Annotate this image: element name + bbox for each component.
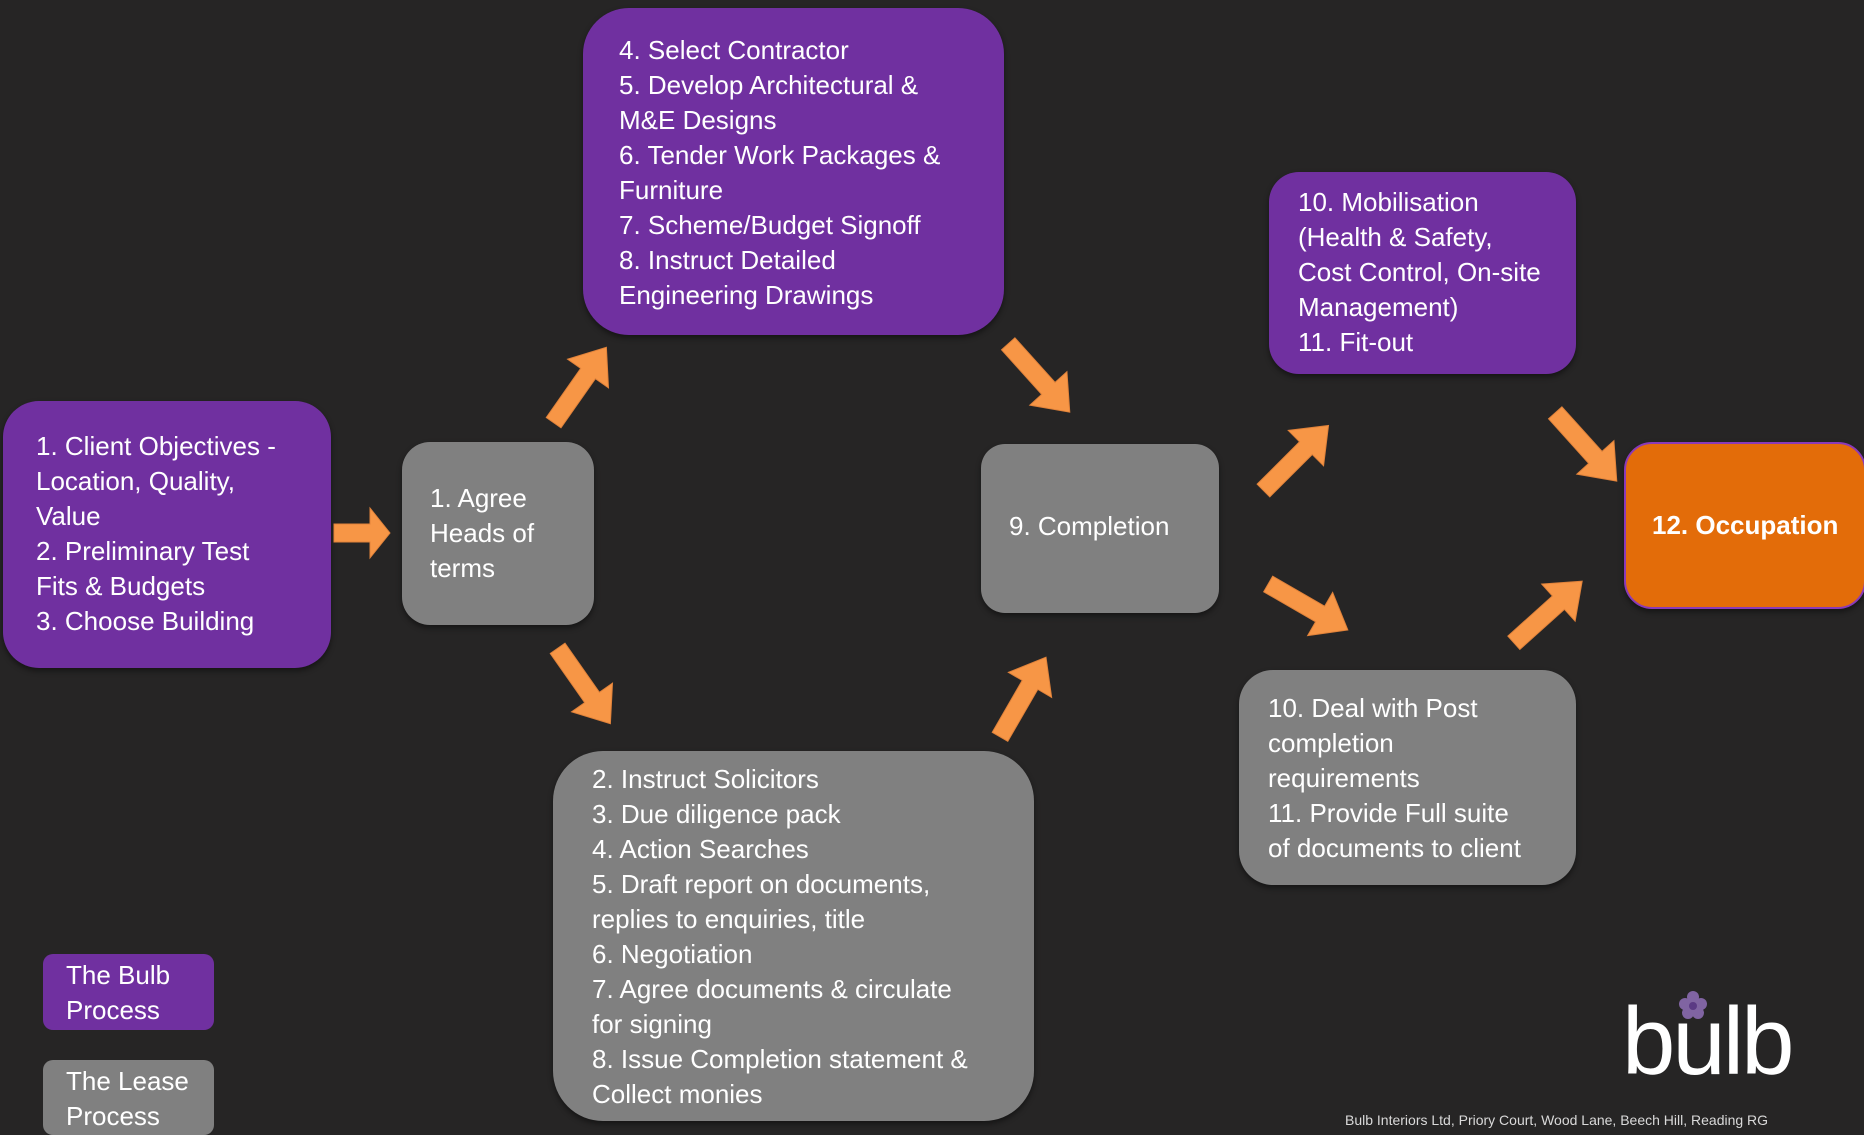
box-text-line: Process: [66, 1101, 160, 1131]
box-text-line: Furniture: [619, 175, 724, 205]
box-text-line: of documents to client: [1268, 833, 1521, 863]
arrow-right-icon: [333, 506, 391, 560]
arrow-down-right-icon: [549, 642, 614, 725]
box-text-line: Value: [36, 501, 101, 531]
arrow-down-right-icon: [1262, 575, 1349, 637]
box-text-line: 11. Fit-out: [1298, 327, 1414, 357]
box-text-line: 8. Instruct Detailed: [619, 245, 836, 275]
box-text-line: Fits & Budgets: [36, 571, 206, 601]
box-text-line: 7. Agree documents & circulate: [592, 974, 952, 1004]
box-text-line: (Health & Safety,: [1298, 222, 1493, 252]
box-text-line: 1. Client Objectives -: [36, 431, 276, 461]
box-text-line: 4. Action Searches: [592, 834, 809, 864]
arrow-up-right-icon: [991, 656, 1053, 743]
mobilisation-box: 10. Mobilisation (Health & Safety, Cost Co…: [1269, 172, 1576, 374]
bulb-logo-text: bulb: [1622, 990, 1792, 1095]
arrow-down-right-icon: [1547, 406, 1618, 482]
box-text-line: Location, Quality,: [36, 466, 235, 496]
box-text-line: 8. Issue Completion statement &: [592, 1044, 968, 1074]
arrow-up-right-icon: [1256, 424, 1330, 498]
box-text-line: completion: [1268, 728, 1394, 758]
box-text-line: Engineering Drawings: [619, 280, 874, 310]
arrow-up-right-icon: [1507, 580, 1583, 651]
box-text-line: Heads of: [430, 518, 535, 548]
box-text-line: 2. Preliminary Test: [36, 536, 250, 566]
select-contractor-box: 4. Select Contractor 5. Develop Architect…: [583, 8, 1004, 335]
flower-icon: [1679, 991, 1707, 1019]
box-text-line: 6. Tender Work Packages &: [619, 140, 941, 170]
box-text-line: Collect monies: [592, 1079, 763, 1109]
instruct-solicitors-box: 2. Instruct Solicitors 3. Due diligence p…: [553, 751, 1034, 1121]
box-text-line: M&E Designs: [619, 105, 777, 135]
box-text-line: 2. Instruct Solicitors: [592, 764, 819, 794]
box-text-line: The Bulb: [66, 960, 171, 990]
occupation-box: 12. Occupation: [1624, 442, 1864, 609]
footer-address: Bulb Interiors Ltd, Priory Court, Wood L…: [1345, 1112, 1769, 1128]
arrow-down-right-icon: [1000, 337, 1071, 413]
box-text-line: 10. Deal with Post: [1268, 693, 1478, 723]
box-text-line: 5. Draft report on documents,: [592, 869, 931, 899]
box-text-line: The Lease: [66, 1066, 189, 1096]
client-objectives-box: 1. Client Objectives - Location, Quality,…: [3, 401, 331, 668]
box-text-line: 1. Agree: [430, 483, 527, 513]
box-text-line: Management): [1298, 292, 1459, 322]
box-text-line: 7. Scheme/Budget Signoff: [619, 210, 921, 240]
box-text-line: 9. Completion: [1009, 511, 1170, 541]
box-text-line: 5. Develop Architectural &: [619, 70, 919, 100]
box-text-line: 6. Negotiation: [592, 939, 753, 969]
bulb-logo: bulb: [1622, 990, 1795, 1095]
box-text-line: 4. Select Contractor: [619, 35, 849, 65]
completion-box: 9. Completion: [981, 444, 1219, 613]
box-text-line: replies to enquiries, title: [592, 904, 866, 934]
box-text-line: 10. Mobilisation: [1298, 187, 1479, 217]
box-text-line: Cost Control, On-site: [1298, 257, 1541, 287]
post-completion-box: 10. Deal with Post completion requirements…: [1239, 670, 1576, 885]
box-text-line: 11. Provide Full suite: [1268, 798, 1509, 828]
box-text-line: requirements: [1268, 763, 1420, 793]
box-text-line: terms: [430, 553, 495, 583]
box-text-line: 12. Occupation: [1652, 510, 1839, 540]
box-text-line: 3. Choose Building: [36, 606, 255, 636]
box-text-line: 3. Due diligence pack: [592, 799, 841, 829]
box-text-line: Process: [66, 995, 160, 1025]
arrow-up-right-icon: [545, 346, 610, 429]
box-text-line: for signing: [592, 1009, 712, 1039]
